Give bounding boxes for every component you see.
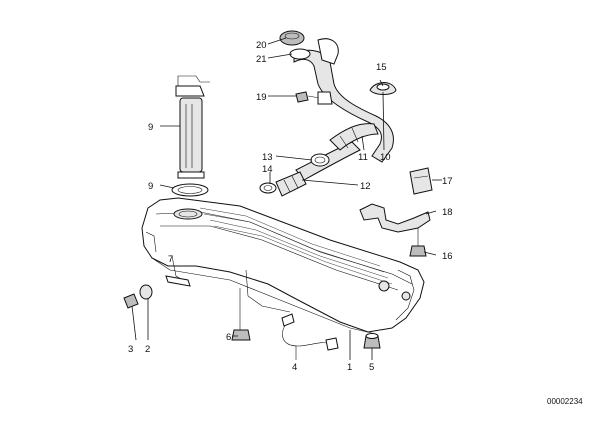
rubber-mount-2[interactable] (139, 284, 153, 300)
screw-6[interactable] (231, 288, 251, 341)
ground-wire[interactable] (281, 313, 339, 360)
callout-5: 5 (369, 362, 374, 373)
callout-2: 2 (145, 344, 150, 355)
filler-cap[interactable] (279, 30, 305, 46)
strap-7[interactable] (165, 255, 191, 287)
hose-clamp-lower[interactable] (259, 182, 277, 194)
callout-9-top: 9 (148, 122, 153, 133)
callout-11: 11 (358, 152, 368, 163)
fuel-sender-unit[interactable] (175, 75, 210, 179)
callout-labels: 20 21 15 19 9 13 11 10 14 17 9 12 18 16 … (128, 40, 453, 373)
callout-12: 12 (360, 181, 371, 192)
callout-21: 21 (256, 54, 267, 65)
callout-14: 14 (262, 164, 273, 175)
hose-clamp-upper[interactable] (310, 153, 330, 167)
callout-19: 19 (256, 92, 267, 103)
callout-9-ring: 9 (148, 181, 153, 192)
filler-pipe[interactable] (293, 38, 394, 163)
leader-lines (131, 37, 442, 360)
sealing-ring[interactable] (171, 183, 209, 197)
callout-13: 13 (262, 152, 273, 163)
callout-3: 3 (128, 344, 133, 355)
bolt-19[interactable] (295, 91, 333, 105)
damper-17[interactable] (409, 167, 433, 195)
nut-3[interactable] (123, 293, 139, 309)
screw-16[interactable] (409, 228, 427, 257)
fuel-tank[interactable] (141, 197, 425, 335)
drain-plug[interactable] (363, 333, 381, 349)
cap-seal[interactable] (289, 48, 311, 60)
callout-18: 18 (442, 207, 453, 218)
callout-8: 6 (226, 332, 231, 343)
callout-15: 15 (376, 62, 387, 73)
callout-17: 17 (442, 176, 453, 187)
holder-bracket[interactable] (359, 203, 431, 233)
callout-4: 4 (292, 362, 297, 373)
callout-1: 1 (347, 362, 352, 373)
document-number: 00002234 (547, 397, 583, 406)
filler-hose-lower[interactable] (275, 171, 307, 197)
callout-10: 10 (380, 152, 391, 163)
grommet[interactable] (369, 82, 397, 95)
callout-20: 20 (256, 40, 267, 51)
callout-7: 7 (168, 254, 173, 265)
callout-16: 16 (442, 251, 453, 262)
